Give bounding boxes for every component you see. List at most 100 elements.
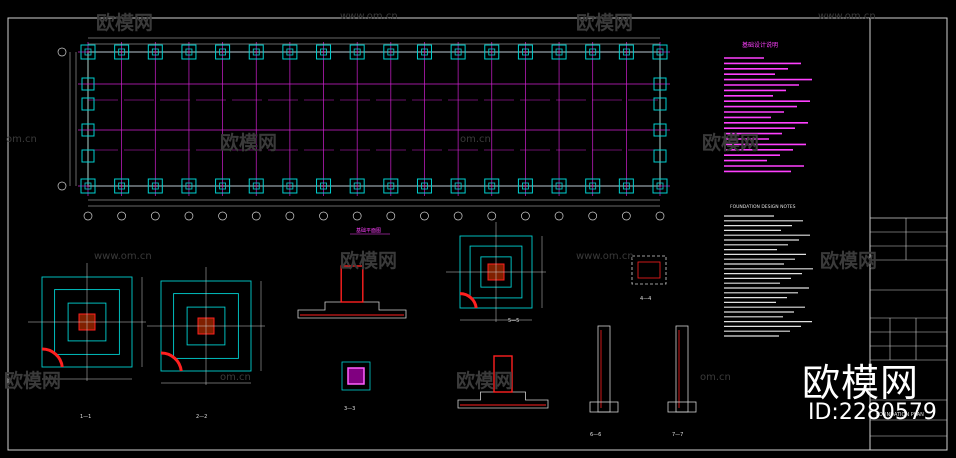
sheet-border [7,17,948,451]
watermark-site-name: 欧模网 [4,370,62,392]
column-pedestal [84,48,92,56]
plan-title: 基础平面图 [356,227,381,234]
footing-plan-detail [28,263,146,381]
column-pedestal [252,48,260,56]
column-pedestal [454,182,462,190]
watermark-url: om.cn [220,372,251,383]
watermark-url: om.cn [460,134,491,145]
foundation-plan [57,37,670,235]
brand-watermark: 欧模网 [802,361,920,405]
watermark-url: om.cn [700,372,731,383]
column-footing [248,178,264,194]
column-pedestal [185,182,193,190]
column-footing [653,77,667,91]
column-footing [81,77,95,91]
column-pedestal [454,48,462,56]
column-pedestal [488,48,496,56]
notes-title-en: FOUNDATION DESIGN NOTES [730,204,796,210]
pedestal-plan [341,361,371,391]
axis-bubble [622,211,631,221]
image-id-watermark: ID:2280579 [808,400,937,425]
watermark-url: www.om.cn [94,251,152,262]
column-pedestal [286,48,294,56]
column-pedestal [320,48,327,56]
watermark-site-name: 欧模网 [220,132,278,154]
column-footing [450,44,466,60]
column-footing [114,44,130,60]
column-pedestal [622,182,630,190]
footing-section-detail [297,265,407,319]
column-footing [282,44,298,60]
axis-bubble [655,211,665,221]
column-footing [653,97,667,111]
axis-bubble [554,211,564,221]
title-block: FOUNDATION PLAN [869,18,947,450]
column-footing [181,178,197,194]
column-footing [383,44,399,60]
axis-bubble [83,211,93,221]
column-pedestal [219,182,226,190]
watermark-url: www.om.cn [818,11,876,22]
column-pedestal [622,48,630,56]
column-footing [416,178,432,194]
column-footing [551,44,567,60]
column-pedestal [522,48,529,56]
column-footing [517,44,533,60]
column-footing [585,178,601,194]
column-pedestal [286,182,294,190]
column-footing [551,178,567,194]
column-footing [114,178,130,194]
column-pedestal [84,182,92,190]
axis-bubble [453,211,463,221]
axis-bubble [588,211,598,221]
column-pedestal [387,48,395,56]
column-footing [147,178,163,194]
axis-bubble [386,211,396,221]
column-pedestal [555,182,563,190]
axis-bubble [521,211,530,221]
column-footing [81,123,95,137]
column-footing [484,178,500,194]
column-pedestal [488,182,496,190]
pedestal-core [347,367,365,385]
column-footing [248,44,264,60]
column-footing [652,44,668,60]
column-pedestal [656,48,664,56]
axis-bubble [117,211,126,221]
footing-plan-detail [147,267,265,385]
axis-bubble [319,211,328,221]
column-pedestal [219,48,226,56]
column-footing [653,123,667,137]
footing-plan-detail [446,222,546,322]
column-footing [81,149,95,163]
column-footing [517,178,533,194]
column-footing [316,178,332,194]
pit-plan [631,255,667,285]
column-pedestal [252,182,260,190]
watermark-site-name: 欧模网 [456,370,514,392]
column-footing [484,44,500,60]
watermark-site-name: 欧模网 [820,250,878,272]
column-pedestal [320,182,327,190]
column-pedestal [656,182,664,190]
wall-section [597,325,611,413]
axis-bubble [184,211,194,221]
axis-bubble [487,211,497,221]
section-label: 3—3 [344,406,355,412]
column-footing [585,44,601,60]
column-pedestal [353,182,361,190]
wall-section [675,325,689,413]
section-label: 4—4 [640,296,651,302]
column-pedestal [185,48,193,56]
wall-footing [589,401,619,413]
column-pedestal [353,48,361,56]
axis-bubble [251,211,261,221]
section-label: 1—1 [80,414,91,420]
column-pedestal [151,48,159,56]
axis-bubble [150,211,160,221]
column-pedestal [421,182,428,190]
column-footing [416,44,432,60]
axis-bubble [57,181,67,191]
